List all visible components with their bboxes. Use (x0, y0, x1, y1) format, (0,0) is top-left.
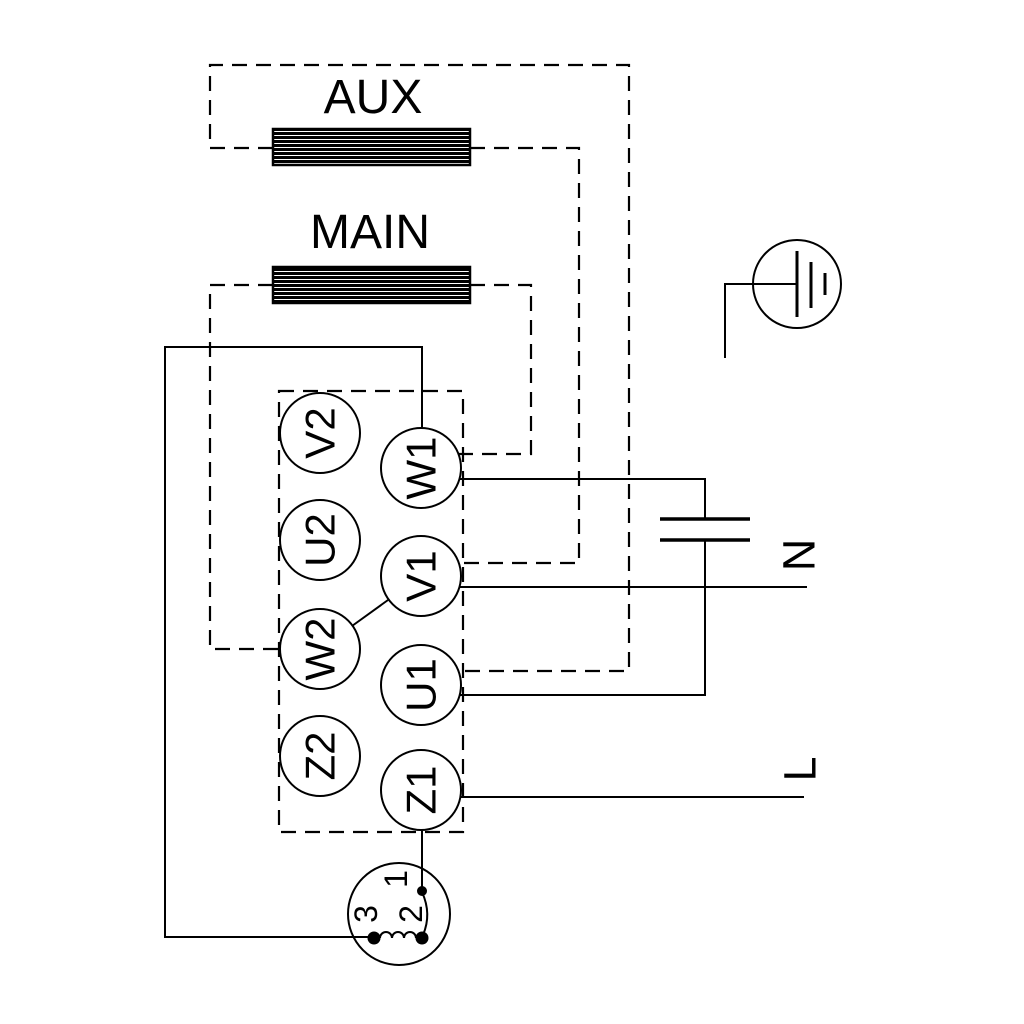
line-label: L (775, 756, 826, 781)
terminal-w1 (380, 427, 462, 509)
terminal-u2-label: U2 (297, 513, 344, 567)
aux-winding-label: AUX (324, 71, 423, 124)
w2-v1-link-wire (351, 599, 389, 627)
terminal-z2 (279, 715, 361, 797)
main-winding-right-wire (458, 283, 533, 456)
terminal-u1 (380, 644, 462, 726)
neutral-label: N (774, 539, 825, 572)
earth-ground-icon (752, 239, 842, 329)
aux-winding-left-loop-wire (208, 63, 631, 673)
thermal-protector-outline (347, 862, 451, 966)
terminal-u1-label: U1 (398, 658, 445, 712)
protector-contact-1-label: 1 (378, 870, 414, 888)
terminal-v1 (380, 535, 462, 617)
terminal-w2 (279, 608, 361, 690)
main-winding-coil-icon (271, 265, 472, 305)
terminal-z1-label: Z1 (398, 765, 445, 814)
aux-winding-right-wire (459, 146, 581, 565)
main-winding-label: MAIN (310, 206, 430, 259)
terminal-w2-label: W2 (297, 618, 344, 681)
terminal-v1-label: V1 (398, 550, 445, 601)
w1-to-protector-wire (164, 346, 423, 938)
terminal-v2 (279, 392, 361, 474)
w1-to-capacitor-wire (459, 478, 706, 519)
terminal-u2 (279, 499, 361, 581)
earth-wire (724, 283, 797, 358)
protector-contact-2-label: 2 (393, 905, 429, 923)
terminal-z1 (380, 749, 462, 831)
protector-contact-3-label: 3 (348, 905, 384, 923)
terminal-v2-label: V2 (297, 407, 344, 458)
protector-heater-coil-icon (379, 931, 417, 939)
terminal-w1-label: W1 (398, 437, 445, 500)
thermal-protector (347, 862, 451, 966)
terminal-z2-label: Z2 (297, 731, 344, 780)
protector-switch-contact-arc (421, 891, 429, 936)
aux-winding-coil-icon (271, 127, 472, 167)
main-winding-left-wire (208, 283, 281, 651)
protector-contact-2-dot (415, 931, 429, 945)
capacitor-to-u1-wire (460, 540, 706, 696)
protector-contact-1-dot (417, 886, 427, 896)
capacitor-icon (660, 517, 750, 542)
protector-contact-3-dot (367, 931, 381, 945)
